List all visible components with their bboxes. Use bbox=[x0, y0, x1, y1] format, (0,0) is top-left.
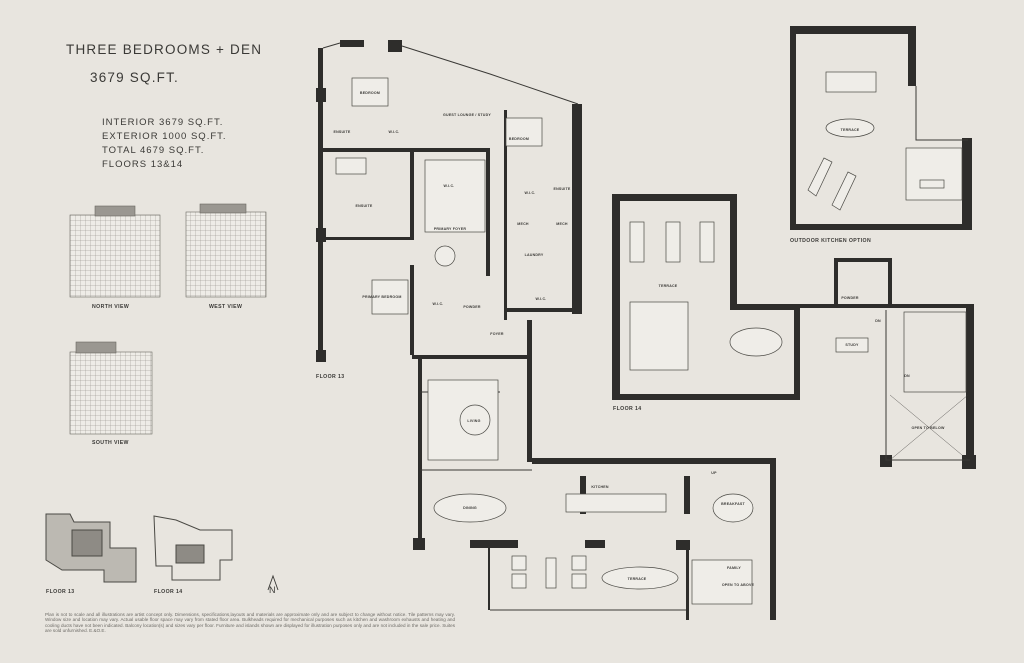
room-study: STUDY bbox=[845, 343, 859, 347]
floor14-outline bbox=[885, 86, 970, 461]
room-mech-1: MECH bbox=[517, 222, 529, 226]
area-specs: INTERIOR 3679 SQ.FT. EXTERIOR 1000 SQ.FT… bbox=[102, 116, 227, 172]
room-terrace-14: TERRACE bbox=[659, 284, 678, 288]
room-bedroom-3: BEDROOM bbox=[509, 137, 529, 141]
spec-total: TOTAL 4679 SQ.FT. bbox=[102, 145, 205, 156]
room-family: FAMILY bbox=[727, 566, 741, 570]
keyplan-floor13 bbox=[45, 513, 137, 583]
north-arrow-icon bbox=[267, 574, 279, 591]
keyplan-floor13-label: FLOOR 13 bbox=[46, 589, 75, 595]
north-view-label: NORTH VIEW bbox=[92, 304, 130, 310]
room-foyer: FOYER bbox=[490, 332, 504, 336]
room-kitchen: KITCHEN bbox=[591, 485, 609, 489]
stair-dn-2: DN bbox=[904, 374, 910, 378]
outdoor-kitchen-label: OUTDOOR KITCHEN OPTION bbox=[790, 238, 872, 244]
room-breakfast: BREAKFAST bbox=[721, 502, 745, 506]
room-wic-c: W.I.C. bbox=[433, 302, 444, 306]
floor14-label: FLOOR 14 bbox=[613, 406, 642, 412]
room-open-below: OPEN TO BELOW bbox=[911, 426, 944, 430]
room-bedroom-2: BEDROOM bbox=[360, 91, 380, 95]
floor14-walls bbox=[612, 26, 976, 469]
spec-interior: INTERIOR 3679 SQ.FT. bbox=[102, 117, 224, 128]
room-open-above: OPEN TO ABOVE bbox=[722, 583, 755, 587]
room-ensuite-primary: ENSUITE bbox=[356, 204, 373, 208]
west-elevation bbox=[185, 203, 267, 298]
spec-floors: FLOORS 13&14 bbox=[102, 159, 184, 170]
floor14-furniture bbox=[629, 71, 967, 393]
room-living: LIVING bbox=[467, 419, 480, 423]
room-wic-a: W.I.C. bbox=[389, 130, 400, 134]
plan-title: THREE BEDROOMS + DEN bbox=[66, 42, 263, 57]
south-view-label: SOUTH VIEW bbox=[92, 440, 129, 446]
room-terrace-13: TERRACE bbox=[628, 577, 647, 581]
room-mech-2: MECH bbox=[556, 222, 568, 226]
disclaimer: Plan is not to scale and all illustratio… bbox=[45, 612, 455, 633]
room-terrace-outdoor: TERRACE bbox=[841, 128, 860, 132]
plan-area: 3679 SQ.FT. bbox=[90, 70, 179, 85]
room-primary-bedroom: PRIMARY BEDROOM bbox=[362, 295, 401, 299]
floor13-walls bbox=[316, 40, 776, 620]
room-ensuite-b: ENSUITE bbox=[554, 187, 571, 191]
room-ensuite-a: ENSUITE bbox=[334, 130, 351, 134]
room-powder-14: POWDER bbox=[841, 296, 859, 300]
south-elevation bbox=[69, 341, 153, 435]
room-primary-foyer: PRIMARY FOYER bbox=[434, 227, 467, 231]
room-wic-primary: W.I.C. bbox=[444, 184, 455, 188]
north-label: N bbox=[269, 585, 276, 595]
room-powder-13: POWDER bbox=[463, 305, 481, 309]
floor13-label: FLOOR 13 bbox=[316, 374, 345, 380]
room-wic-b: W.I.C. bbox=[525, 191, 536, 195]
room-laundry: LAUNDRY bbox=[525, 253, 544, 257]
keyplan-floor14 bbox=[153, 515, 233, 581]
north-elevation bbox=[69, 205, 161, 298]
west-view-label: WEST VIEW bbox=[209, 304, 243, 310]
floor13-furniture bbox=[335, 77, 754, 605]
stair-up: UP bbox=[711, 471, 717, 475]
room-guest-lounge: GUEST LOUNGE / STUDY bbox=[443, 113, 491, 117]
room-labels: BEDROOM ENSUITE W.I.C. GUEST LOUNGE / ST… bbox=[334, 91, 945, 587]
spec-exterior: EXTERIOR 1000 SQ.FT. bbox=[102, 131, 227, 142]
stair-dn: DN bbox=[875, 319, 881, 323]
keyplan-floor14-label: FLOOR 14 bbox=[154, 589, 183, 595]
room-dining: DINING bbox=[463, 506, 477, 510]
room-wic-d: W.I.C. bbox=[536, 297, 547, 301]
